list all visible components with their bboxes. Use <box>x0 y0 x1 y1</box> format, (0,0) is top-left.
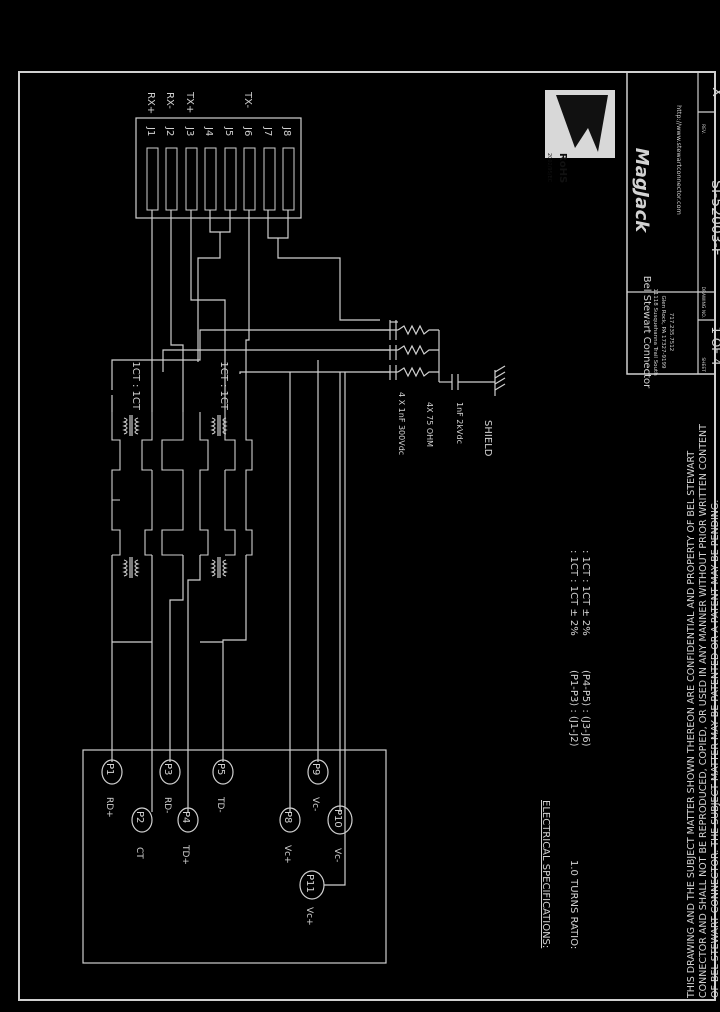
drawing-no-label: DRAWING NO. <box>700 287 706 318</box>
specs-item: 1.0 TURNS RATIO: <box>568 860 579 949</box>
rj45-jack <box>135 117 302 219</box>
pcb-label-P4: TD+ <box>180 844 190 865</box>
pcb-label-P2: CT <box>134 847 144 859</box>
termination-network <box>370 320 506 396</box>
jack-signal-J3: TX+ <box>184 91 195 113</box>
rohs-logo: RoHS 2002/95/EC <box>545 90 615 183</box>
drawing-no-value: SI-52003-F <box>708 180 720 256</box>
specs-heading: ELECTRICAL SPECIFICATIONS: <box>540 800 551 948</box>
pcb-pin-P2: P2 <box>134 811 145 823</box>
notice-line-3: OF BEL STEWART CONNECTOR. THE SUBJECT MA… <box>710 500 720 998</box>
capacitor-label: 4 X 1nF 300Vdc <box>397 392 406 455</box>
shield-label: SHIELD <box>482 420 493 457</box>
sheet-label: SHEET <box>700 357 706 372</box>
title-block: RoHS 2002/95/EC MagJack http://www.stewa… <box>545 71 720 389</box>
rev-value: X <box>709 87 720 97</box>
specs-row-2-ratio: : 1CT : 1CT ± 2% <box>580 550 591 636</box>
svg-text:2002/95/EC: 2002/95/EC <box>546 153 552 183</box>
pcb-pin-P5: P5 <box>215 763 226 775</box>
jack-pin-J4: J4 <box>203 126 214 136</box>
pcb-label-P11: Vc+ <box>304 907 314 926</box>
pcb-pin-P1: P1 <box>104 763 115 775</box>
pcb-pin-P9: P9 <box>310 763 321 775</box>
pcb-label-P1: RD+ <box>104 797 114 818</box>
drawing-border <box>18 71 716 1001</box>
tx-transformer-ratio: 1CT : 1CT <box>218 361 229 411</box>
electrical-specifications: ELECTRICAL SPECIFICATIONS: 1.0 TURNS RAT… <box>540 550 591 949</box>
pcb-label-P8: Vc+ <box>282 845 292 864</box>
pcb-label-P10: Vc- <box>332 848 342 862</box>
jack-signal-J6: TX- <box>242 91 253 108</box>
jack-pin-labels: J1 J2 J3 J4 J5 J6 J7 J8 RX+ RX- TX+ TX- <box>145 91 292 136</box>
jack-pin-J8: J8 <box>281 126 292 136</box>
rev-label: REV. <box>700 124 706 134</box>
company-website: http://www.stewartconnector.com <box>675 105 683 215</box>
notice-line-2: CONNECTOR AND SHALL NOT BE REPRODUCED, C… <box>698 424 709 998</box>
specs-row-1-pins: (P1-P3) : (J1-J2) <box>568 670 579 747</box>
company-address-line-3: 717.235.7512 <box>668 313 674 352</box>
jack-signal-J2: RX- <box>164 92 175 109</box>
schematic-wiring <box>82 210 506 964</box>
jack-signal-J1: RX+ <box>145 92 156 114</box>
pcb-pin-P8: P8 <box>282 811 293 823</box>
company-address-line-1: 11118 Susquehanna Trail South <box>652 288 658 376</box>
specs-row-2-pins: (P4-P5) : (J3-J6) <box>580 670 591 747</box>
svg-text:RoHS: RoHS <box>557 153 568 183</box>
pcb-pin-P11: P11 <box>304 874 315 893</box>
notice-line-1: THIS DRAWING AND THE SUBJECT MATTER SHOW… <box>686 451 697 999</box>
pcb-pin-P3: P3 <box>162 763 173 775</box>
specs-row-1-ratio: : 1CT : 1CT ± 2% <box>568 550 579 636</box>
company-name: Bel Stewart Connector <box>641 276 652 389</box>
jack-pin-J7: J7 <box>262 126 273 136</box>
pcb-label-P5: TD- <box>215 796 225 813</box>
rx-transformer-ratio: 1CT : 1CT <box>130 361 141 411</box>
jack-pin-J1: J1 <box>145 126 156 136</box>
pcb-pin-P10: P10 <box>332 809 343 828</box>
pcb-pins: P1 P2 P3 P4 P5 P8 P9 P10 P11 RD+ CT RD- … <box>101 759 353 926</box>
confidentiality-notice: THIS DRAWING AND THE SUBJECT MATTER SHOW… <box>686 424 720 999</box>
pcb-pin-P4: P4 <box>180 811 191 823</box>
pcb-label-P9: Vc- <box>310 797 320 811</box>
resistor-label: 4X 75 OHM <box>425 402 434 447</box>
jack-pin-J6: J6 <box>242 126 253 136</box>
brand-logo: MagJack <box>631 148 652 233</box>
sheet-value: 1 OF 4 <box>709 326 720 365</box>
company-address-line-2: Glen Rock, PA 17327-9199 <box>660 295 666 369</box>
jack-pin-J5: J5 <box>223 126 234 136</box>
hv-capacitor-label: 1nF 2kVdc <box>455 402 464 444</box>
jack-pin-J3: J3 <box>184 126 195 136</box>
jack-pin-J2: J2 <box>164 126 175 136</box>
pcb-label-P3: RD- <box>162 797 172 813</box>
